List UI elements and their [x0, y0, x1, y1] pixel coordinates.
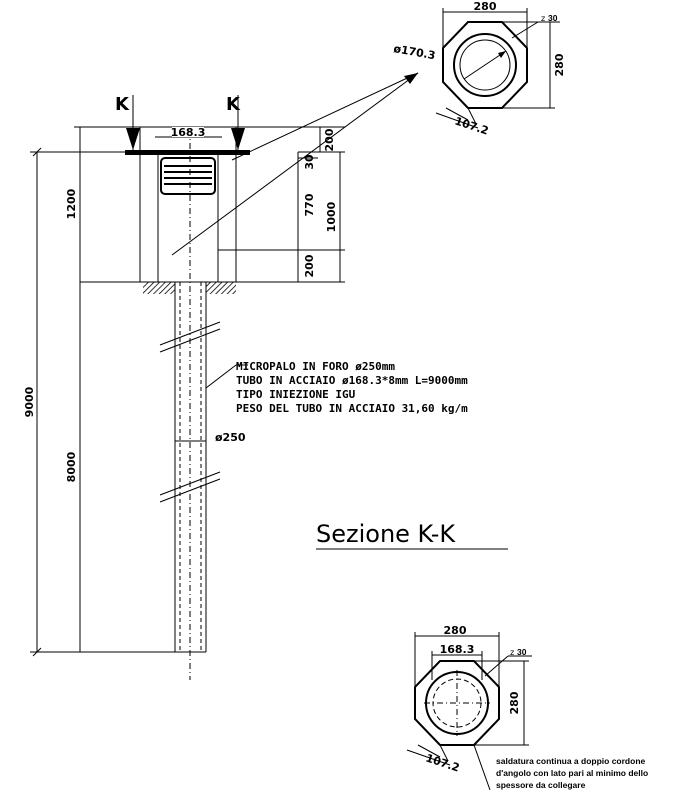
dim-total-length: 9000 — [23, 147, 175, 657]
dim-9000-label: 9000 — [23, 386, 36, 417]
dim-1000-label: 1000 — [325, 201, 338, 232]
weld-note-line-2: d'angolo con lato pari al minimo dello — [496, 768, 648, 778]
note-line-2: TUBO IN ACCIAIO ø168.3*8mm L=9000mm — [236, 374, 468, 387]
svg-text:280: 280 — [444, 624, 467, 637]
svg-text:168.3: 168.3 — [440, 643, 475, 656]
pipe-diameter-callout: ø170.3 — [392, 42, 436, 62]
note-line-4: PESO DEL TUBO IN ACCIAIO 31,60 kg/m — [236, 402, 468, 415]
weld-note-line-1: saldatura continua a doppio cordone — [496, 756, 646, 766]
section-title: Sezione K-K — [316, 520, 456, 548]
diameter-label: ø250 — [215, 431, 246, 444]
svg-text:280: 280 — [553, 53, 566, 76]
dim-30-label: 30 — [303, 154, 316, 170]
section-mark-right: K — [226, 94, 245, 150]
svg-text:107.2: 107.2 — [424, 751, 461, 774]
dim-8000-label: 8000 — [65, 451, 78, 482]
note-line-1: MICROPALO IN FORO ø250mm — [236, 360, 395, 373]
dim-tube-width: 168.3 — [155, 126, 222, 139]
svg-text:280: 280 — [508, 691, 521, 714]
dim-770-label: 770 — [303, 193, 316, 216]
top-plate — [125, 150, 250, 155]
dim-200-top-label: 200 — [323, 128, 336, 151]
ground-hatch-right — [206, 282, 236, 294]
svg-text:30: 30 — [548, 13, 558, 23]
svg-text:30: 30 — [517, 647, 527, 657]
section-mark-left: K — [115, 94, 140, 150]
svg-text:z: z — [541, 14, 545, 23]
leader-pipe-callout — [171, 72, 419, 256]
note-line-3: TIPO INIEZIONE IGU — [236, 388, 356, 401]
plate-detail-top: 280 280 z 30 107.2 — [435, 0, 566, 138]
svg-text:z: z — [510, 648, 514, 657]
svg-text:K: K — [226, 94, 241, 115]
weld-note-line-3: spessore da collegare — [496, 780, 586, 790]
ground-hatch-left — [143, 282, 175, 294]
tube-head — [160, 157, 216, 195]
micropile — [159, 130, 221, 680]
dim-cap-height: 1200 — [65, 126, 140, 282]
svg-text:168.3: 168.3 — [171, 126, 206, 139]
dim-pile-length: 8000 — [65, 282, 81, 652]
svg-text:K: K — [115, 94, 130, 115]
svg-text:107.2: 107.2 — [453, 114, 490, 137]
dim-200-bottom-label: 200 — [303, 254, 316, 277]
dim-cap-right: 200 30 770 1000 200 — [218, 126, 345, 283]
note-leader — [205, 364, 237, 389]
svg-text:280: 280 — [474, 0, 497, 13]
dim-1200-label: 1200 — [65, 188, 78, 219]
